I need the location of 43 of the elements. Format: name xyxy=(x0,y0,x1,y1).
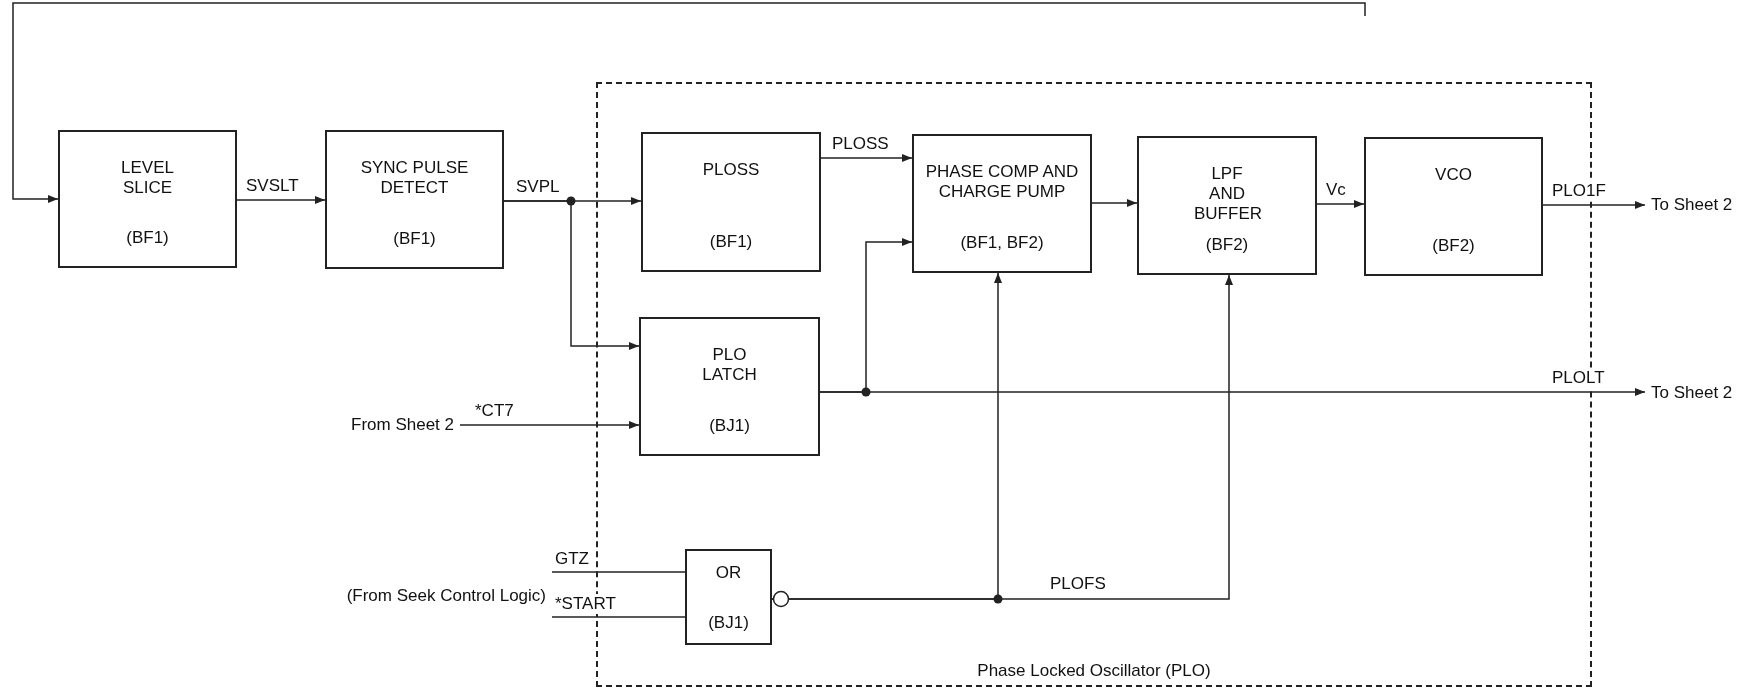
arrow xyxy=(12,2,1366,203)
arrow xyxy=(459,421,640,429)
arrow xyxy=(820,154,913,162)
block-name: LEVEL SLICE xyxy=(120,158,175,198)
arrow xyxy=(1091,199,1138,207)
signal-line xyxy=(551,616,686,618)
chip-reference: (BJ1) xyxy=(709,416,750,436)
block-name: VCO xyxy=(1435,165,1472,185)
connector-text: From Sheet 2 xyxy=(351,415,454,435)
signal-label: PLO1F xyxy=(1550,181,1608,201)
block xyxy=(912,134,1092,273)
connector-text: To Sheet 2 xyxy=(1651,195,1733,215)
signal-line xyxy=(551,571,686,573)
arrow xyxy=(1316,200,1365,208)
chip-reference: (BF2) xyxy=(1432,236,1475,256)
or-gate xyxy=(685,549,772,645)
signal-label: PLOLT xyxy=(1550,368,1607,388)
arrow xyxy=(236,196,326,204)
chip-reference: (BF1) xyxy=(709,232,753,252)
chip-reference: (BF1) xyxy=(393,229,436,249)
block-name: SYNC PULSE DETECT xyxy=(359,158,470,198)
block xyxy=(1137,136,1317,275)
chip-reference: (BF1) xyxy=(126,228,169,248)
block xyxy=(1364,137,1543,276)
chip-reference: (BF1, BF2) xyxy=(960,233,1044,253)
block-name: PLO LATCH xyxy=(701,345,758,385)
block xyxy=(325,130,504,269)
block xyxy=(639,317,820,456)
arrow xyxy=(1542,201,1646,209)
block-name: PHASE COMP AND CHARGE PUMP xyxy=(924,162,1080,202)
block-name: OR xyxy=(715,563,742,583)
chip-reference: (BJ1) xyxy=(708,613,749,633)
arrow xyxy=(503,200,640,350)
block xyxy=(641,132,821,272)
block-name: PLOSS xyxy=(702,160,760,180)
block xyxy=(58,130,237,268)
block-name: LPF AND BUFFER xyxy=(1194,164,1260,224)
connector-text: (From Seek Control Logic) xyxy=(346,586,546,606)
group-title: Phase Locked Oscillator (PLO) xyxy=(976,661,1212,681)
chip-reference: (BF2) xyxy=(1205,235,1249,255)
connector-text: To Sheet 2 xyxy=(1651,383,1733,403)
signal-label: *START xyxy=(553,594,618,614)
arrow xyxy=(819,388,1646,396)
